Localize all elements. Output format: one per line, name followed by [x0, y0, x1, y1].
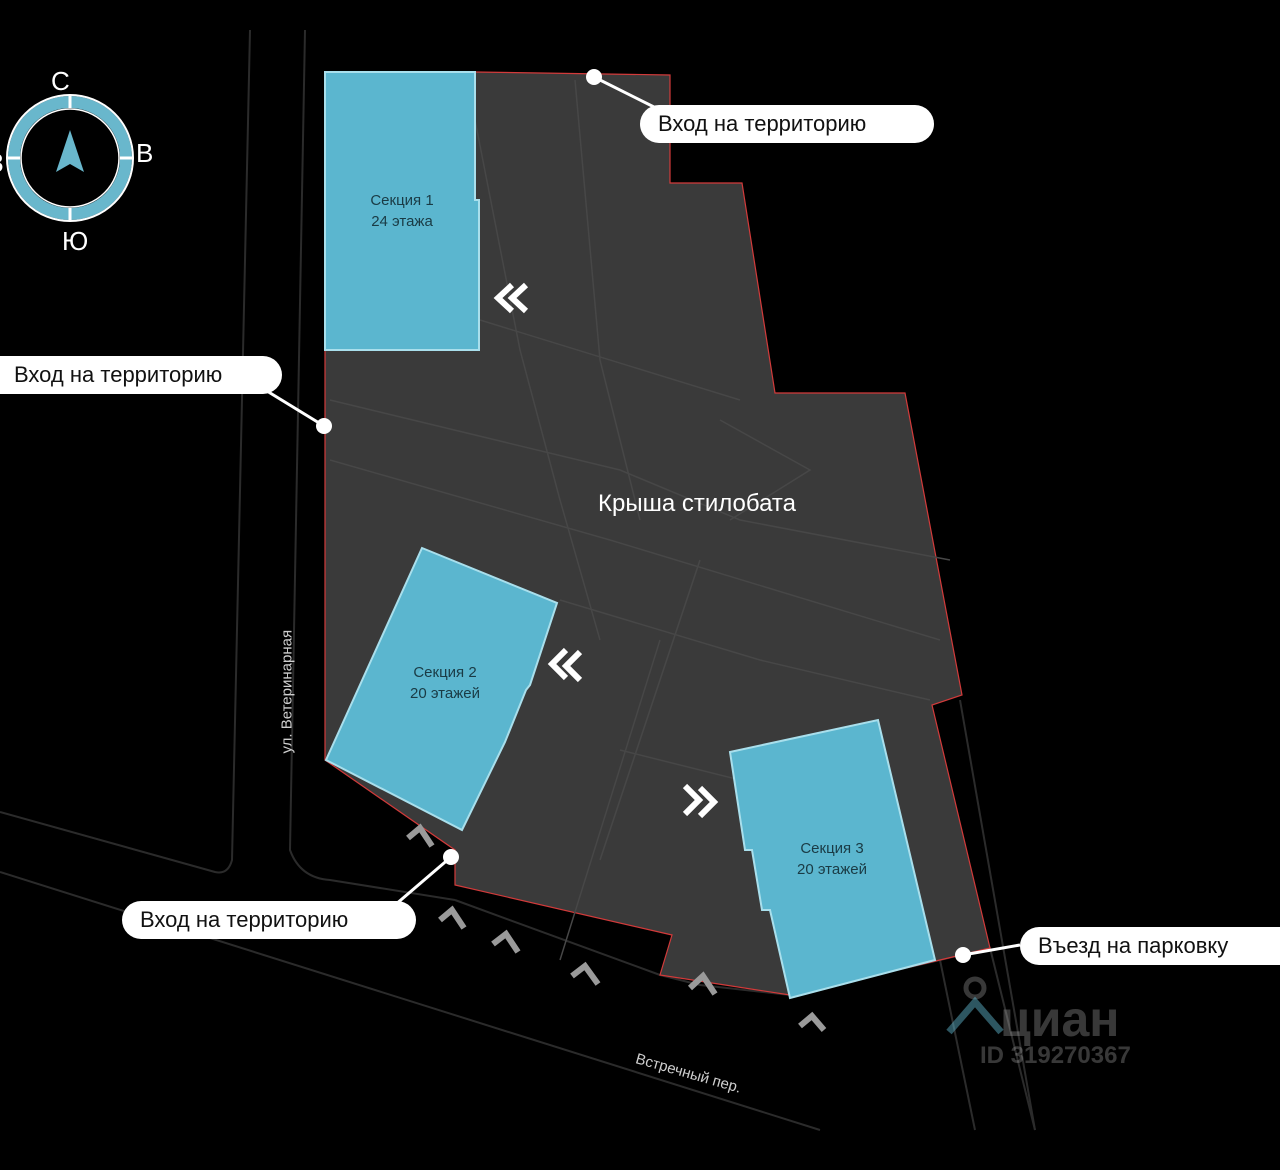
- arrow-right-section3: [682, 783, 719, 819]
- section-3-building[interactable]: [728, 718, 937, 1000]
- section-3-label: Секция 3 20 этажей: [762, 838, 902, 880]
- callout-dots: [316, 69, 971, 963]
- compass-south-label: Ю: [62, 226, 89, 256]
- watermark-brand: циан: [1000, 991, 1120, 1047]
- direction-arrows: [493, 282, 719, 819]
- watermark-id: ID 319270367: [980, 1042, 1131, 1069]
- compass-icon: [6, 94, 134, 222]
- roof-paving-lines: [329, 79, 951, 961]
- compass-north-label: С: [51, 66, 70, 96]
- roof-label: Крыша стилобата: [598, 490, 796, 517]
- parking-entrance-callout[interactable]: Въезд на парковку: [1020, 927, 1280, 965]
- watermark-logo-icon: [946, 976, 1004, 1035]
- section-2-building[interactable]: [324, 546, 559, 832]
- compass-east-label: В: [136, 138, 154, 168]
- arrow-left-section2: [547, 647, 583, 683]
- entrance-callout-bottom[interactable]: Вход на территорию: [122, 901, 416, 939]
- entrance-callout-left[interactable]: Вход на территорию: [0, 356, 282, 394]
- street-chevrons: [406, 823, 827, 1032]
- callout-connectors: [261, 75, 1021, 957]
- section-3-floors: 20 этажей: [797, 861, 867, 878]
- section-1-floors: 24 этажа: [371, 213, 433, 230]
- compass-west-label: З: [0, 148, 4, 179]
- section-2-floors: 20 этажей: [410, 685, 480, 702]
- section-1-building[interactable]: [324, 71, 480, 351]
- street-label-west: ул. Ветеринарная: [278, 629, 296, 754]
- arrow-left-section1: [493, 282, 529, 314]
- section-2-label: Секция 2 20 этажей: [375, 662, 515, 704]
- section-1-label: Секция 1 24 этажа: [332, 190, 472, 232]
- entrance-callout-top[interactable]: Вход на территорию: [640, 105, 934, 143]
- section-3-name: Секция 3: [800, 840, 864, 857]
- section-2-name: Секция 2: [413, 664, 477, 681]
- section-1-name: Секция 1: [370, 192, 434, 209]
